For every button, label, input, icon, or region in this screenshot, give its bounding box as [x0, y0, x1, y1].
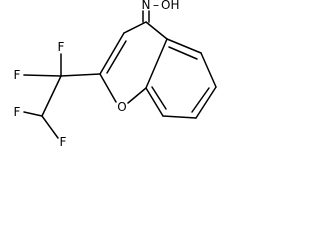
fluorine-label-left-upper: F [14, 68, 21, 82]
oxime-separator-label: – [153, 0, 159, 12]
bond-cf2-chf2 [41, 75, 62, 117]
fluorine-label-left-lower: F [14, 105, 21, 119]
bond-c6-c7 [195, 86, 217, 119]
bond-c7-c8 [162, 115, 197, 119]
bond-c8-c8a [145, 87, 164, 117]
bond-c4-c4a [145, 21, 168, 40]
bond-chf2-f-left [23, 111, 43, 117]
bond-c8-c8a-double-inner [151, 86, 167, 110]
fluorine-label-top: F [58, 40, 65, 54]
chemical-structure-drawing: F F F F O N – OH [14, 0, 217, 149]
bond-c4a-c5-double-inner [168, 46, 198, 60]
bond-c4-c3 [123, 21, 147, 34]
oxime-nitrogen-label: N [142, 0, 151, 12]
bond-c2-cf2 [60, 73, 101, 77]
bond-c6-c7-double-inner [191, 87, 210, 113]
oxime-hydroxyl-label: OH [161, 0, 179, 12]
bond-c3-c2 [99, 32, 125, 75]
bond-c5-c6 [200, 52, 217, 88]
bond-o1-c8a [127, 87, 147, 104]
bond-layer [23, 10, 217, 139]
fluorine-label-bottom: F [60, 135, 67, 149]
bond-chf2-f-right [41, 115, 59, 139]
bond-c4a-c8a [145, 38, 168, 89]
atom-label-layer: F F F F O N – OH [14, 0, 180, 149]
bond-cf2-f-left [23, 74, 62, 77]
bond-c3-c2-double-inner [106, 40, 127, 74]
bond-c2-o1 [99, 73, 117, 103]
bond-c4a-c5 [166, 38, 202, 54]
ring-oxygen-label: O [117, 100, 126, 114]
